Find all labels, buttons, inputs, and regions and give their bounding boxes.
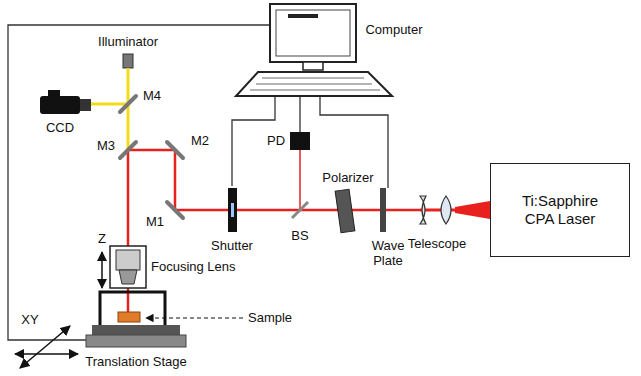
- part-label: PD: [267, 134, 285, 149]
- shutter-aperture: [231, 203, 234, 217]
- shutter-body: [228, 188, 237, 232]
- sample-pointer: [146, 317, 243, 318]
- part-label: CCD: [46, 121, 74, 136]
- part-label: Sample: [248, 311, 292, 326]
- ccd-camera: [40, 90, 91, 114]
- part-label: Polarizer: [322, 171, 373, 186]
- beam-splitter: [292, 202, 308, 218]
- part-label: Computer: [365, 23, 422, 38]
- sample-piece: [118, 312, 140, 322]
- laser-beam: [128, 150, 420, 312]
- xy-axis-arrow: [15, 326, 78, 368]
- part-label: Shutter: [211, 239, 253, 254]
- part-label: M1: [146, 215, 164, 230]
- sample-holder: [100, 292, 165, 325]
- stage-top: [92, 325, 180, 335]
- part-label: Focusing Lens: [151, 260, 236, 275]
- stage-base: [86, 335, 186, 347]
- objective-lens: [110, 246, 146, 288]
- part-label: Z: [98, 232, 106, 247]
- part-label: M3: [97, 139, 115, 154]
- part-label: M2: [191, 134, 209, 149]
- computer-icon: [236, 4, 392, 96]
- photodiode: [290, 132, 310, 150]
- part-label: Illuminator: [98, 35, 158, 50]
- part-label: XY: [21, 313, 38, 328]
- part-label: Translation Stage: [85, 355, 186, 370]
- part-label: Telescope: [408, 237, 467, 252]
- laser-beam-wide: [455, 201, 490, 219]
- part-label: M4: [143, 89, 161, 104]
- illuminator-lamp: [123, 54, 133, 68]
- mirror: [120, 96, 183, 218]
- part-label: Wave Plate: [368, 239, 408, 269]
- laser-box: Ti:Sapphire CPA Laser: [490, 163, 630, 257]
- polarizer: [335, 189, 355, 233]
- telescope-lens: [420, 196, 451, 224]
- part-label: BS: [291, 229, 308, 244]
- wave-plate: [380, 188, 386, 232]
- laser-name: Ti:Sapphire CPA Laser: [512, 192, 608, 228]
- z-axis-arrow: [101, 252, 103, 288]
